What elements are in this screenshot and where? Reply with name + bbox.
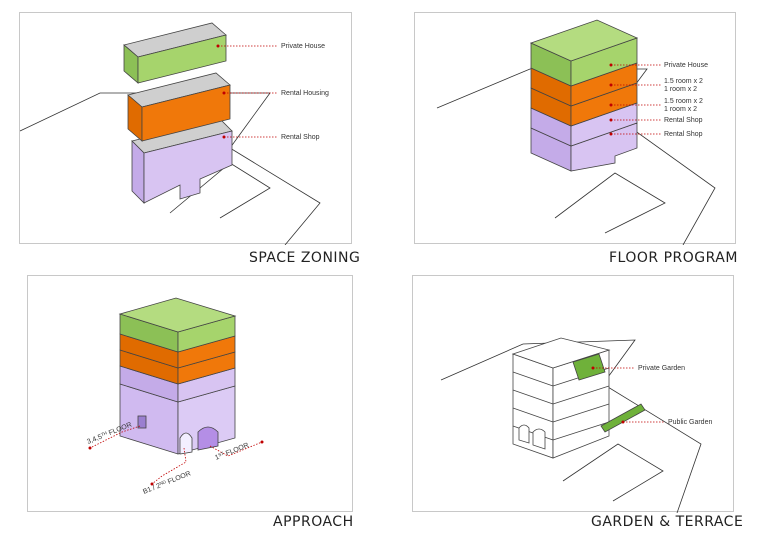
leader-1st-floor [209,441,263,457]
panel-approach: 3,4,5TH FLOOR B1 / 2ND FLOOR 1ST FLOOR [27,275,353,512]
block-housing-front [141,84,231,142]
label-rental-shop: Rental Shop [281,134,320,141]
label-rental-housing: Rental Housing [281,90,329,97]
label-rental-shop-2: Rental Shop [664,131,703,138]
label-housing-2a: 1.5 room x 2 [664,98,703,105]
block-shop-front [143,130,233,204]
title-approach: APPROACH [273,514,354,530]
site-plot [562,443,664,502]
label-housing-1a: 1.5 room x 2 [664,78,703,85]
title-garden-terrace: GARDEN & TERRACE [591,514,744,530]
stair-door [137,415,147,429]
panel-space-zoning: Private House Rental Housing Rental Shop [19,12,352,245]
house-roof [529,19,639,62]
label-private-garden: Private Garden [638,365,685,372]
site-outline [440,339,702,513]
label-rental-shop-1: Rental Shop [664,117,703,124]
approach-diagram: 3,4,5TH FLOOR B1 / 2ND FLOOR 1ST FLOOR [86,297,264,496]
label-housing-1b: 1 room x 2 [664,86,697,93]
floor-program-diagram: Private House 1.5 room x 2 1 room x 2 1.… [436,19,716,245]
leader-b1-2nd-floor [151,447,187,485]
arch-left [179,432,193,455]
label-private-house: Private House [281,43,325,50]
arch-right [532,428,546,450]
title-floor-program: FLOOR PROGRAM [609,250,738,266]
panel-garden-terrace: Private Garden Public Garden [412,275,734,513]
label-housing-2b: 1 room x 2 [664,106,697,113]
building-roof [511,337,611,369]
block-house-front [137,34,227,84]
space-zoning-diagram: Private House Rental Housing Rental Shop [20,22,329,245]
public-garden-patch [600,403,646,433]
title-space-zoning: SPACE ZONING [249,250,361,266]
private-garden-patch [572,353,606,381]
garden-terrace-diagram: Private Garden Public Garden [440,337,712,513]
label-1st-floor: 1ST FLOOR [214,441,250,462]
leader-3-4-5-floor [89,425,141,449]
site-outline [20,92,321,245]
house-roof [118,297,237,333]
label-private-house: Private House [664,62,708,69]
panel-floor-program: Private House 1.5 room x 2 1 room x 2 1.… [414,12,736,245]
arch-right [197,426,219,451]
arch-left [518,424,530,444]
site-plot [554,172,666,234]
label-public-garden: Public Garden [668,419,712,426]
